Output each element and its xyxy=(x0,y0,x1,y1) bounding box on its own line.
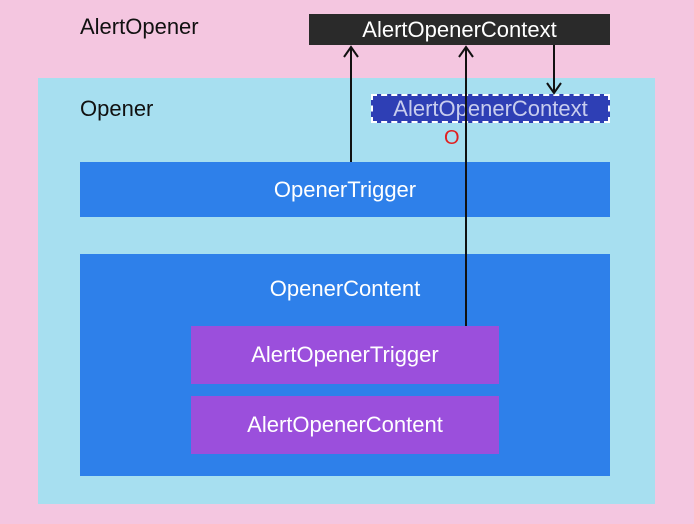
arrow-opener-trigger-to-context xyxy=(343,45,359,162)
alert-opener-content-box: AlertOpenerContent xyxy=(191,396,499,454)
context-marker-label: O xyxy=(444,127,460,149)
alert-opener-context-box: AlertOpenerContext xyxy=(309,14,610,45)
alert-opener-context-inner-box: AlertOpenerContext xyxy=(371,94,610,123)
alert-opener-title: AlertOpener xyxy=(80,14,199,39)
arrow-context-to-inner-context xyxy=(546,45,562,95)
opener-trigger-box: OpenerTrigger xyxy=(80,162,610,217)
opener-title: Opener xyxy=(80,96,154,121)
alert-opener-trigger-box: AlertOpenerTrigger xyxy=(191,326,499,384)
opener-content-title: OpenerContent xyxy=(269,276,421,301)
arrow-alert-trigger-to-context xyxy=(458,45,474,326)
